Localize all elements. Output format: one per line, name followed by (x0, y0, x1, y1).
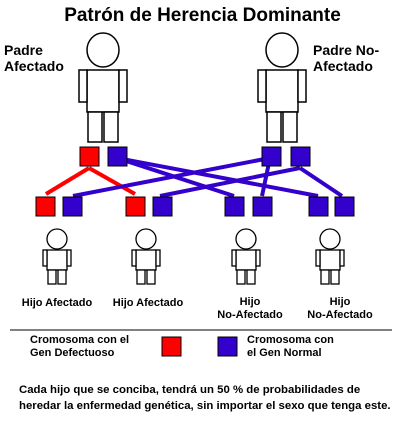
child-label: Hijo Afectado (112, 297, 184, 309)
chromosome-defective (125, 196, 146, 217)
chromosome-normal (107, 146, 128, 167)
child-figure (131, 228, 161, 285)
child-figure (231, 228, 261, 285)
parent-figure-affected (78, 32, 128, 143)
chromosome-normal (224, 196, 245, 217)
chromosome-defective (79, 146, 100, 167)
chromosome-normal (152, 196, 173, 217)
chromosome-normal (62, 196, 83, 217)
inherit-line (116, 156, 319, 198)
inherit-line (72, 156, 271, 198)
parent-label-unaffected: Padre No- Afectado (313, 42, 380, 74)
parent-label-affected: Padre Afectado (4, 42, 64, 74)
chromosome-defective (35, 196, 56, 217)
child-label: Hijo Afectado (21, 297, 93, 309)
chromosome-normal (261, 146, 282, 167)
child-figure (42, 228, 72, 285)
child-label: Hijo No-Afectado (307, 296, 373, 321)
parent-figure-unaffected (257, 32, 307, 143)
inherit-line (298, 166, 344, 198)
child-label: Hijo No-Afectado (217, 296, 283, 321)
chromosome-normal (308, 196, 329, 217)
inherit-line (88, 166, 136, 196)
legend-label-normal: Cromosoma con el Gen Normal (247, 334, 334, 359)
chromosome-normal (334, 196, 355, 217)
explanatory-note: Cada hijo que se conciba, tendrá un 50 %… (19, 384, 391, 412)
legend-swatch-defective (161, 336, 182, 357)
legend-swatch-normal (217, 336, 238, 357)
diagram-title: Patrón de Herencia Dominante (64, 5, 341, 26)
legend-label-defective: Cromosoma con el Gen Defectuoso (30, 334, 130, 359)
inherit-line (44, 166, 91, 196)
child-figure (315, 228, 345, 285)
chromosome-normal (252, 196, 273, 217)
inherit-line (159, 166, 301, 198)
chromosome-normal (290, 146, 311, 167)
